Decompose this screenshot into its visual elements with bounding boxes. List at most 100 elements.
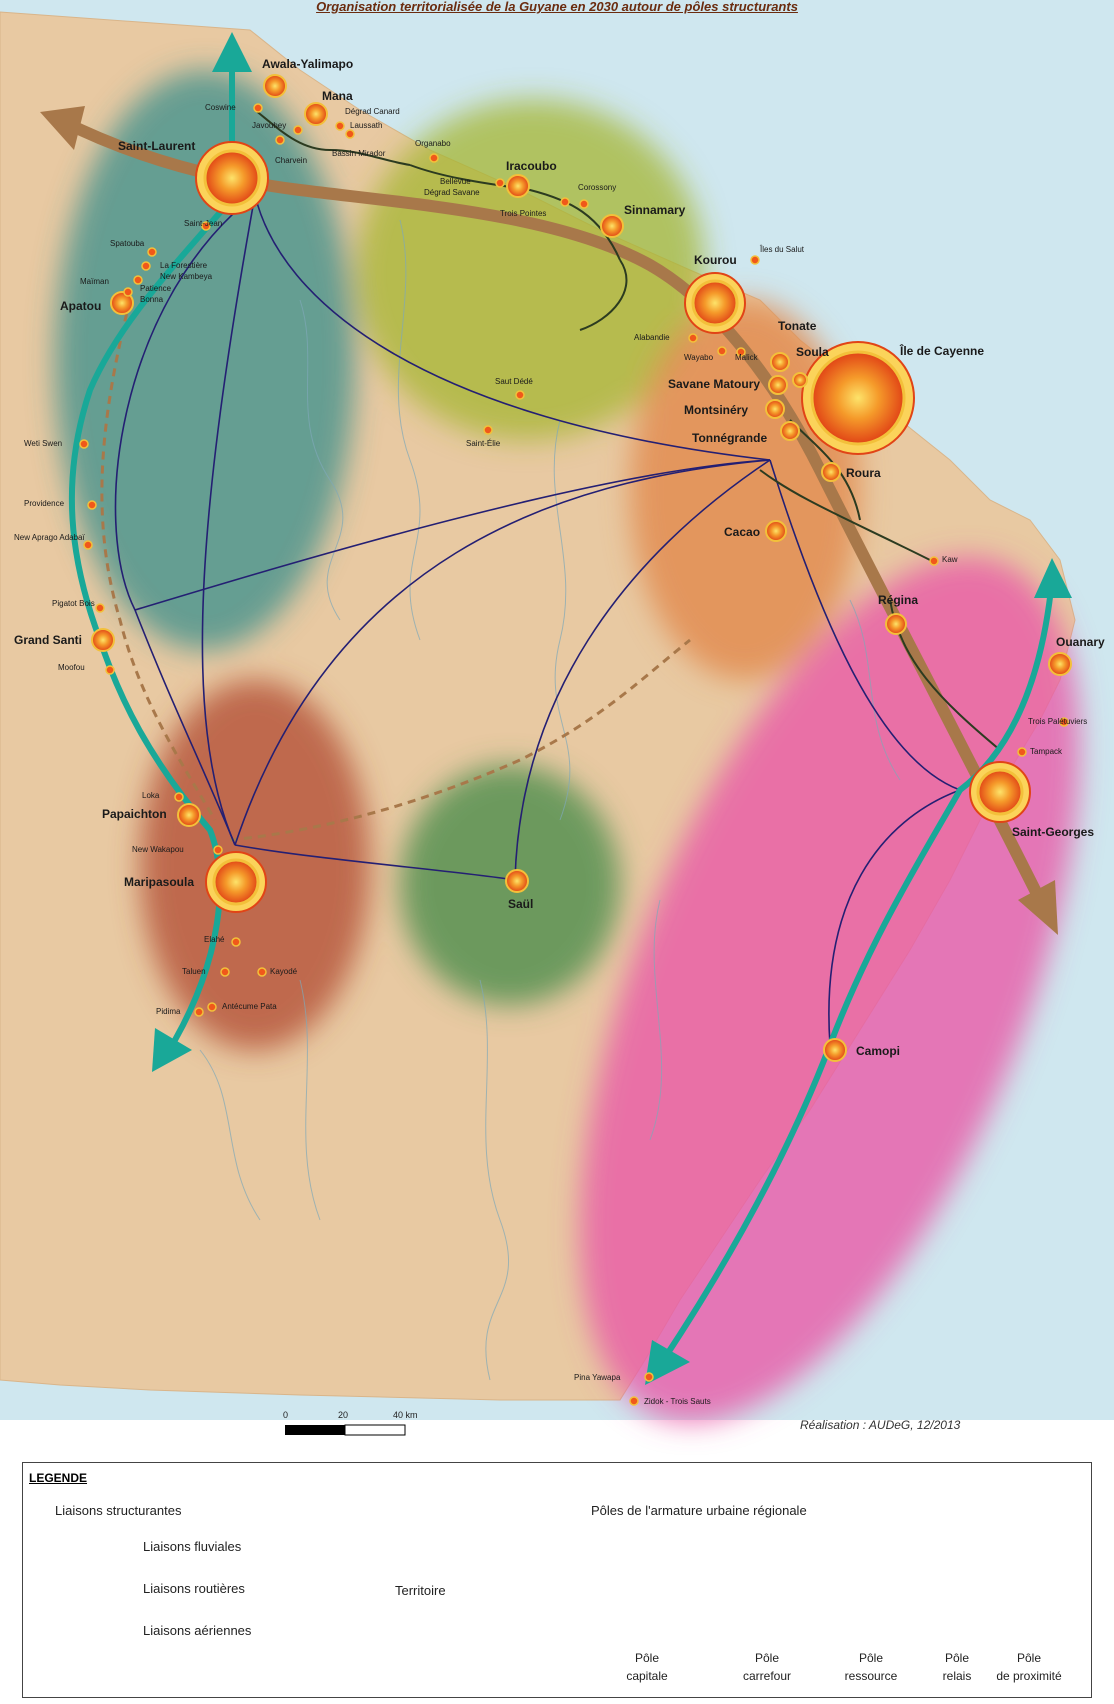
place-label: New Wakapou [132,845,184,854]
rivers [199,219,901,1381]
place-label: Tonnégrande [692,431,768,445]
fluvial-arrow-north [212,32,252,72]
place-label: Maripasoula [124,875,195,889]
place-label: Dégrad Canard [345,107,400,116]
place-label: Trois Pointes [500,209,547,218]
fluvial-arrow-east [1034,558,1072,598]
fluvial-arrow-south-west [152,1028,192,1072]
scale-bar [285,1424,406,1436]
legend-road-label: Liaisons routières [143,1581,245,1596]
poles [79,74,1072,1406]
pole-proximite-group [79,103,1069,1406]
place-label: Soula [796,345,829,359]
place-label: La Forestière [160,261,208,270]
legend-pole-word: Pôle [1016,1651,1042,1665]
legend-links-heading: Liaisons structurantes [55,1503,182,1518]
place-label: Taluen [182,967,206,976]
place-label: Tampack [1030,747,1063,756]
place-label: Pigatot Bois [52,599,95,608]
legend-pole-type: carrefour [742,1669,792,1683]
legend: LEGENDE Liaisons structurantes Liaisons … [22,1462,1092,1698]
credit: Réalisation : AUDeG, 12/2013 [800,1418,961,1432]
map-title: Organisation territorialisée de la Guyan… [316,0,798,14]
place-label: Patience [140,284,172,293]
place-label: Spatouba [110,239,145,248]
place-label: Tonate [778,319,817,333]
place-label: Wayabo [684,353,714,362]
pole-ressource-group [91,74,1072,1062]
place-label: Iracoubo [506,159,557,173]
place-label: Loka [142,791,160,800]
place-label: Maïman [80,277,109,286]
place-label: Kourou [694,253,737,267]
place-label: Alabandie [634,333,670,342]
legend-pole-word: Pôle [858,1651,884,1665]
legend-poles-heading: Pôles de l'armature urbaine régionale [591,1503,807,1518]
legend-pole-capitale-label: Pôle capitale [592,1649,702,1685]
place-label: Bonna [140,295,164,304]
place-label: Camopi [856,1044,901,1058]
place-label: Saül [508,897,534,911]
legend-pole-type: capitale [626,1669,668,1683]
place-label: Mana [322,89,353,103]
legend-air-label: Liaisons aériennes [143,1623,252,1638]
place-label: Javouhey [252,121,287,130]
place-label: Antécume Pata [222,1002,277,1011]
territory-savanes [355,99,705,441]
place-label: Sinnamary [624,203,686,217]
legend-pole-word: Pôle [754,1651,780,1665]
fluvial-arrow-south [645,1340,690,1385]
legend-pole-carrefour-label: Pôle carrefour [712,1649,822,1685]
place-label: Saint-Georges [1012,825,1095,839]
legend-pole-type: ressource [844,1669,898,1683]
place-label: New Aprago Adabaï [14,533,85,542]
legend-pole-word: Pôle [634,1651,660,1665]
place-label: Ouanary [1056,635,1105,649]
legend-territory-label: Territoire [395,1583,446,1598]
pole-carrefour-maripasoula [205,851,267,913]
place-label: Régina [878,593,919,607]
road-track-center [229,638,691,842]
legend-pole-proximite-label: Pôle de proximité [974,1649,1084,1685]
place-label: Grand Santi [14,633,83,647]
place-label: Kaw [942,555,958,564]
place-label: Malick [735,353,758,362]
place-label: Kayodé [270,967,298,976]
place-label: Saut Dédé [495,377,533,386]
place-label: Moofou [58,663,85,672]
place-label: Saint-Élie [466,439,501,448]
place-label: Charvein [275,156,308,165]
place-label: Saint-Jean [184,219,223,228]
scale-tick-40: 40 km [393,1410,418,1420]
place-label: Cacao [724,525,761,539]
local-roads [254,109,1001,751]
place-label: Montsinéry [684,403,749,417]
air-links [114,194,961,1046]
road-arrow-east [1018,880,1058,935]
place-label: Roura [846,466,881,480]
place-label: Trois Palétuviers [1028,717,1088,726]
pole-carrefour-saint-laurent [195,141,269,215]
scale-tick-20: 20 [338,1410,349,1420]
legend-title: LEGENDE [29,1471,88,1485]
territory-west [55,70,355,650]
place-label: Elahé [204,935,225,944]
place-label: Pidima [156,1007,181,1016]
road-track-west [100,299,217,821]
legend-pole-type: de proximité [996,1669,1062,1683]
legend-pole-relais-label: Pôle relais [902,1649,1012,1685]
scale-tick-0: 0 [283,1410,289,1420]
place-label: Bellevue [440,177,471,186]
legend-pole-ressource-label: Pôle ressource [816,1649,926,1685]
place-label: Îles du Salut [760,245,805,254]
place-label: Laussath [350,121,383,130]
place-label: Bassin Mirador [332,149,386,158]
legend-pole-type: relais [942,1669,972,1683]
pole-carrefour-saint-georges [969,761,1031,823]
place-label: Apatou [60,299,102,313]
legend-pole-word: Pôle [944,1651,970,1665]
place-label: Corossony [578,183,617,192]
place-label: Weti Swen [24,439,63,448]
place-label: Providence [24,499,65,508]
place-label: Coswine [205,103,236,112]
